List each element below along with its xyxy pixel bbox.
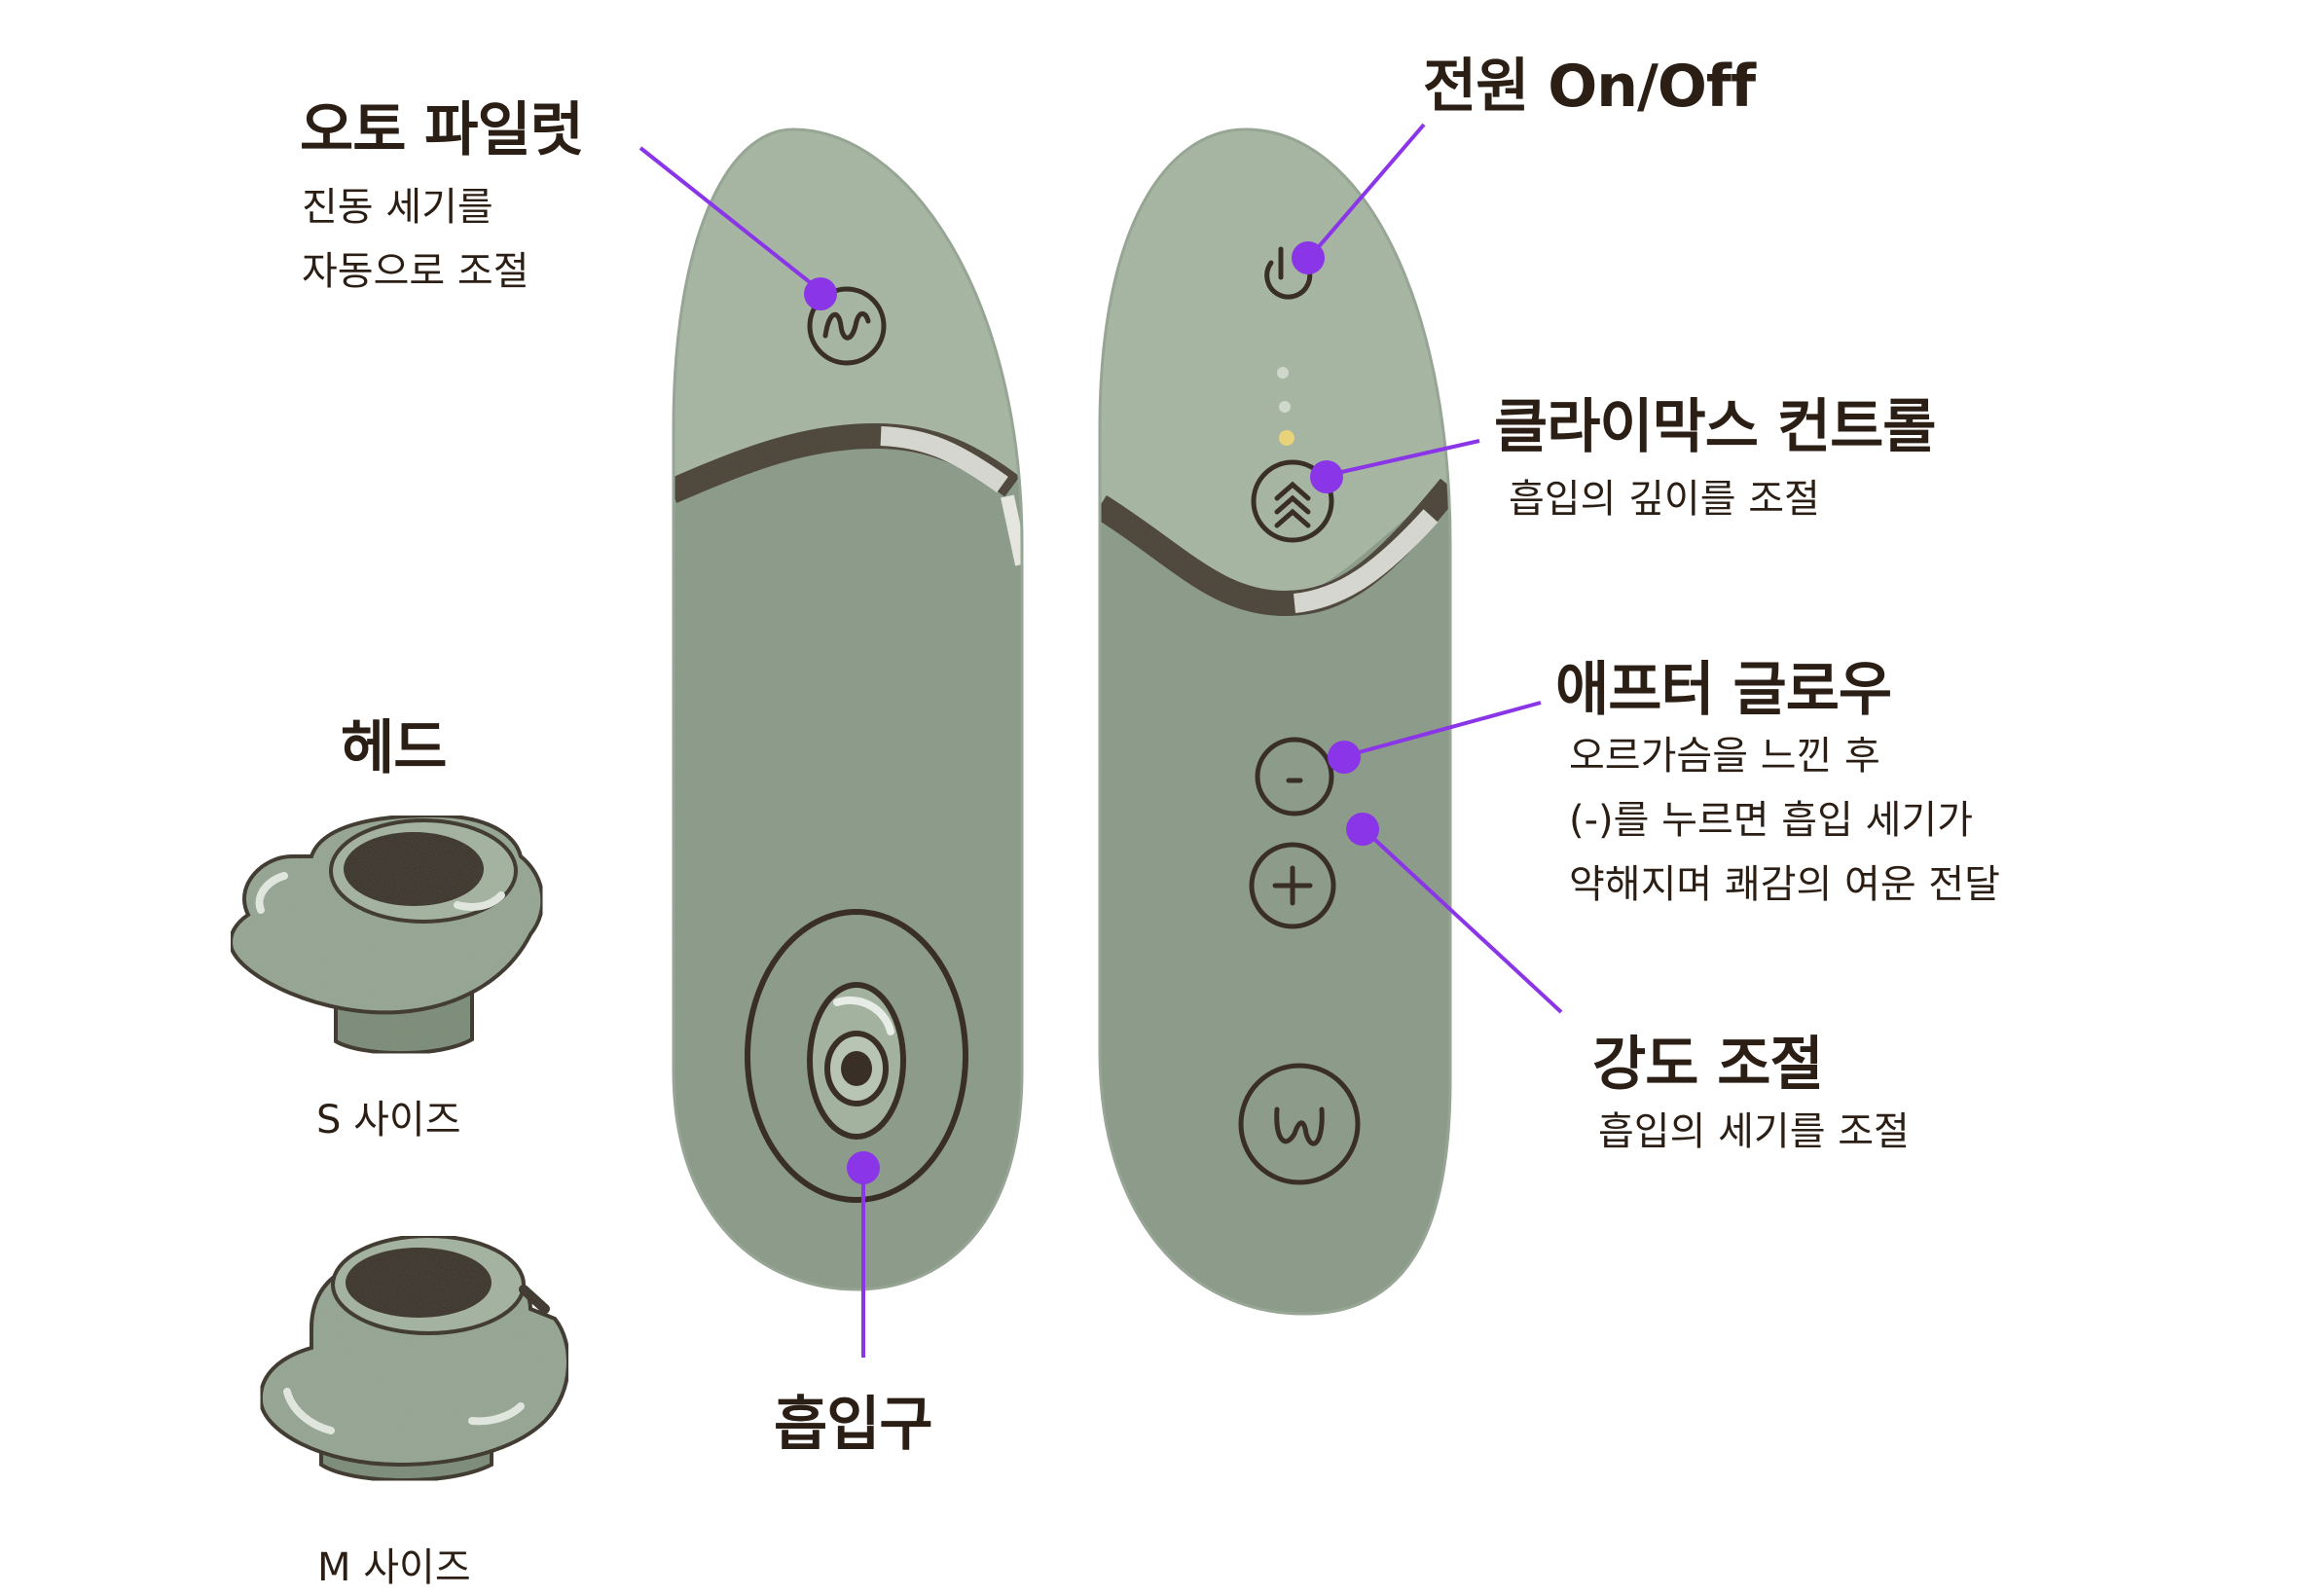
- power-title: 전원 On/Off: [1423, 53, 1756, 121]
- climax-control-title: 클라이막스 컨트롤: [1494, 393, 1936, 461]
- callout-dot-intensity: [1346, 813, 1379, 846]
- callout-dots: [804, 241, 1379, 1184]
- auto-pilot-desc-line: 진동 세기를: [302, 185, 493, 230]
- suction-port-title: 흡입구: [774, 1391, 933, 1459]
- head-m-graphic: [258, 1234, 570, 1483]
- minus-icon: [1255, 737, 1334, 816]
- intensity-title: 강도 조절: [1592, 1031, 1824, 1099]
- intensity-desc-line: 흡입의 세기를 조절: [1598, 1109, 1910, 1154]
- climax-control-desc-line: 흡입의 깊이를 조절: [1509, 477, 1820, 522]
- womanizer-logo-icon: [1238, 1063, 1361, 1185]
- callout-dot-after-glow: [1328, 741, 1361, 774]
- callout-dot-power: [1292, 241, 1325, 274]
- plus-icon: [1249, 842, 1336, 929]
- auto-pilot-desc: 진동 세기를 자동으로 조절: [302, 175, 529, 304]
- intensity-desc: 흡입의 세기를 조절: [1598, 1100, 1910, 1164]
- after-glow-desc-line: (-)를 누르면 흡입 세기가: [1569, 798, 1973, 843]
- callout-dot-auto-pilot: [804, 277, 837, 310]
- device-back: [1098, 127, 1452, 1316]
- suction-port-graphic: [745, 909, 968, 1203]
- climax-chevron-icon: [1251, 459, 1334, 543]
- auto-pilot-wave-icon: [807, 286, 887, 366]
- after-glow-desc-line: 오르가슴을 느낀 후: [1569, 734, 1880, 779]
- callout-dot-suction: [847, 1151, 880, 1184]
- head-size-m-caption: M 사이즈: [317, 1545, 471, 1590]
- head-title: 헤드: [341, 714, 447, 782]
- callout-dot-climax: [1310, 460, 1343, 493]
- after-glow-desc-line: 약해지며 쾌감의 여운 전달: [1569, 862, 2000, 907]
- after-glow-desc: 오르가슴을 느낀 후 (-)를 누르면 흡입 세기가 약해지며 쾌감의 여운 전…: [1569, 724, 2000, 917]
- head-size-s-caption: S 사이즈: [316, 1098, 461, 1143]
- head-s-graphic: [229, 813, 545, 1056]
- climax-control-desc: 흡입의 깊이를 조절: [1509, 467, 1820, 531]
- indicator-lights: [1277, 367, 1294, 446]
- auto-pilot-desc-line: 자동으로 조절: [302, 249, 529, 294]
- after-glow-title: 애프터 글로우: [1555, 656, 1892, 724]
- callout-lines: [638, 123, 1563, 1358]
- auto-pilot-title: 오토 파일럿: [300, 96, 584, 164]
